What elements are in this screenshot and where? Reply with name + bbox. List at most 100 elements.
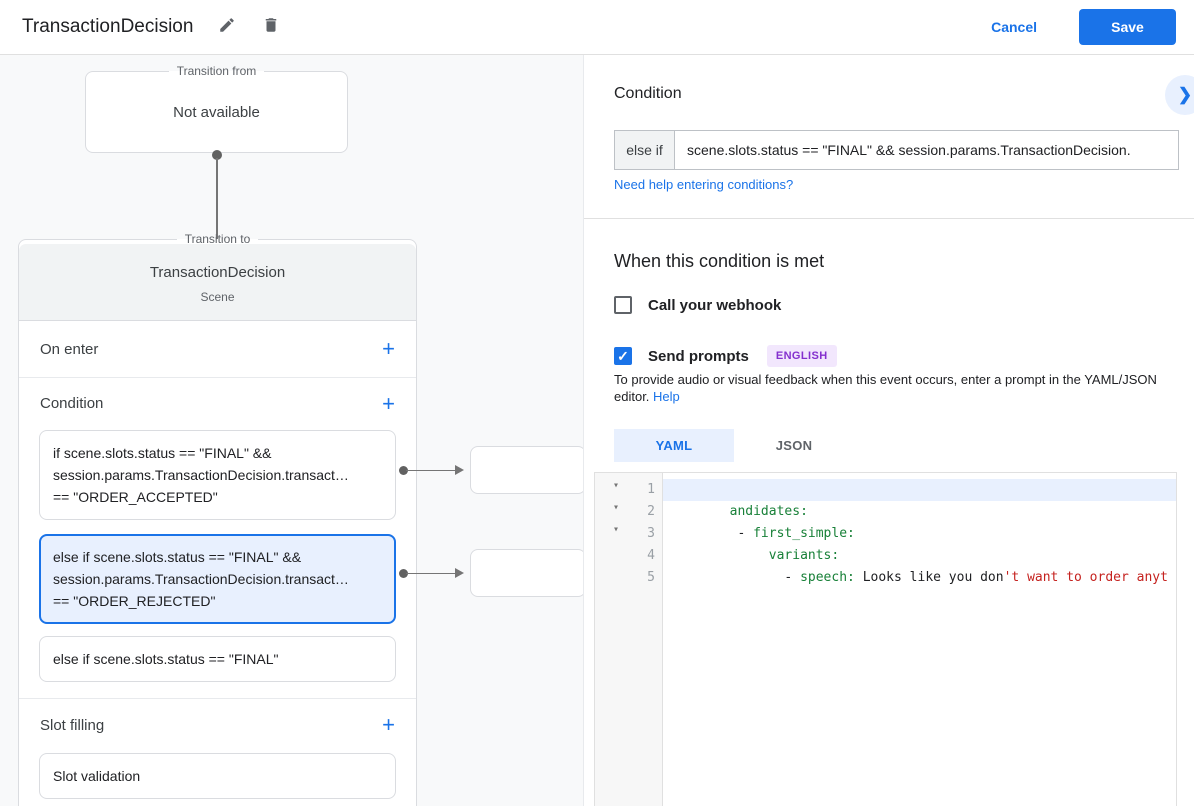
connector-line xyxy=(216,158,218,271)
delete-scene-button[interactable] xyxy=(261,17,281,37)
scene-type: Scene xyxy=(200,290,235,304)
line-number: 1 xyxy=(647,482,655,497)
code-line[interactable]: - speech: Looks like you don't want to o… xyxy=(663,545,1176,585)
help-link[interactable]: Help xyxy=(653,389,680,404)
yaml-editor[interactable]: ▾ 1 ▾ 2 ▾ 3 4 5 andidates: - firs xyxy=(594,472,1177,806)
slot-filling-label: Slot filling xyxy=(40,716,105,734)
editor-code-area[interactable]: andidates: - first_simple: variants: - s… xyxy=(663,473,1176,806)
connector-line xyxy=(406,469,458,471)
section-divider xyxy=(19,698,416,699)
condition-detail-panel: Condition ❯ else if Need help entering c… xyxy=(583,55,1194,806)
webhook-row: Call your webhook xyxy=(614,296,781,314)
connector-dot xyxy=(399,569,408,578)
fold-icon[interactable]: ▾ xyxy=(613,480,620,491)
code-line-selected[interactable]: andidates: xyxy=(663,479,1176,519)
condition-section-label: Condition xyxy=(40,395,104,412)
condition-line: == "ORDER_REJECTED" xyxy=(53,593,216,609)
yaml-string: 't want to order anyt xyxy=(1003,570,1168,585)
condition-card-final[interactable]: else if scene.slots.status == "FINAL" xyxy=(39,636,396,682)
condition-expression-row: else if xyxy=(614,130,1179,170)
line-number: 3 xyxy=(647,526,655,541)
connector-dot xyxy=(211,150,222,160)
yaml-key: speech: xyxy=(800,570,855,585)
connector-line xyxy=(406,572,458,574)
when-condition-met-title: When this condition is met xyxy=(614,251,825,271)
on-enter-label: On enter xyxy=(40,340,99,358)
save-button[interactable]: Save xyxy=(1079,9,1176,45)
editor-tabs: YAML JSON xyxy=(614,429,854,462)
scene-card: Transition to TransactionDecision Scene … xyxy=(18,232,417,806)
send-prompts-label: Send prompts xyxy=(648,347,749,365)
gutter-row: ▾ 1 xyxy=(595,479,662,501)
cancel-button[interactable]: Cancel xyxy=(991,19,1037,35)
gutter-row: ▾ 2 xyxy=(595,501,662,523)
code-line[interactable]: - first_simple: xyxy=(663,501,1176,541)
condition-card-accepted[interactable]: if scene.slots.status == "FINAL" && sess… xyxy=(39,430,396,520)
send-prompts-checkbox[interactable]: ✓ xyxy=(614,347,632,365)
condition-line: if scene.slots.status == "FINAL" && xyxy=(53,445,272,461)
yaml-text xyxy=(730,548,769,563)
condition-line: else if scene.slots.status == "FINAL" && xyxy=(53,549,302,565)
condition-line: session.params.TransactionDecision.trans… xyxy=(53,571,349,587)
send-prompts-row: ✓ Send prompts ENGLISH xyxy=(614,345,837,367)
yaml-key: variants: xyxy=(768,548,840,563)
tab-yaml[interactable]: YAML xyxy=(614,429,734,462)
line-number: 5 xyxy=(647,570,655,585)
gutter-row: 5 xyxy=(595,567,662,589)
checkmark-icon: ✓ xyxy=(617,347,629,364)
slot-filling-row: Slot filling + xyxy=(19,699,416,751)
panel-divider xyxy=(584,218,1194,219)
transition-from-box: Transition from Not available xyxy=(85,64,348,153)
condition-section-row: Condition + xyxy=(19,378,416,429)
scene-name: TransactionDecision xyxy=(149,264,286,281)
transition-from-legend: Transition from xyxy=(176,64,257,78)
prompt-description: To provide audio or visual feedback when… xyxy=(614,371,1170,405)
add-slot-button[interactable]: + xyxy=(382,712,395,737)
condition-help-link[interactable]: Need help entering conditions? xyxy=(614,177,794,192)
editor-gutter: ▾ 1 ▾ 2 ▾ 3 4 5 xyxy=(595,473,663,806)
condition-line: session.params.TransactionDecision.trans… xyxy=(53,467,349,483)
connector-dot xyxy=(399,466,408,475)
pencil-icon xyxy=(218,16,236,39)
transition-from-value: Not available xyxy=(173,104,260,121)
header-bar: TransactionDecision Cancel Save xyxy=(0,0,1194,55)
prompt-description-text: To provide audio or visual feedback when… xyxy=(614,372,1157,404)
chevron-right-icon: ❯ xyxy=(1177,85,1193,104)
collapse-panel-button[interactable]: ❯ xyxy=(1165,75,1194,115)
condition-card-rejected-selected[interactable]: else if scene.slots.status == "FINAL" &&… xyxy=(39,534,396,624)
yaml-key: first_simple: xyxy=(753,526,855,541)
condition-line: == "ORDER_ACCEPTED" xyxy=(53,489,218,505)
slot-validation-card[interactable]: Slot validation xyxy=(39,753,396,799)
connector-arrowhead xyxy=(455,568,464,578)
transition-target-box[interactable] xyxy=(470,549,586,597)
yaml-text: - xyxy=(729,570,801,585)
gutter-row: 4 xyxy=(595,545,662,567)
yaml-text: - xyxy=(729,526,754,541)
add-condition-button[interactable]: + xyxy=(382,390,395,416)
add-on-enter-button[interactable]: + xyxy=(382,336,395,361)
fold-icon[interactable]: ▾ xyxy=(613,524,620,535)
trash-icon xyxy=(262,16,280,39)
yaml-text: Looks like you don xyxy=(854,570,1004,585)
edit-scene-button[interactable] xyxy=(217,17,237,37)
condition-expression-input[interactable] xyxy=(675,131,1178,169)
panel-title: Condition xyxy=(614,85,682,102)
page-title: TransactionDecision xyxy=(22,16,194,37)
yaml-key: andidates: xyxy=(729,504,808,519)
connector-arrowhead xyxy=(455,465,464,475)
gutter-row: ▾ 3 xyxy=(595,523,662,545)
flow-canvas: Transition from Not available Transition… xyxy=(0,55,586,806)
tab-json[interactable]: JSON xyxy=(775,438,813,453)
transition-to-legend: Transition to xyxy=(184,232,251,246)
call-webhook-label: Call your webhook xyxy=(648,296,782,314)
fold-icon[interactable]: ▾ xyxy=(613,502,620,513)
scene-card-header: TransactionDecision Scene xyxy=(19,244,416,321)
condition-operator-label: else if xyxy=(615,131,675,169)
language-badge: ENGLISH xyxy=(766,345,837,367)
code-line[interactable]: variants: xyxy=(663,523,1176,563)
call-webhook-checkbox[interactable] xyxy=(614,296,632,314)
line-number: 4 xyxy=(647,548,655,563)
transition-target-box[interactable] xyxy=(470,446,586,494)
line-number: 2 xyxy=(647,504,655,519)
condition-line: else if scene.slots.status == "FINAL" xyxy=(53,651,279,667)
